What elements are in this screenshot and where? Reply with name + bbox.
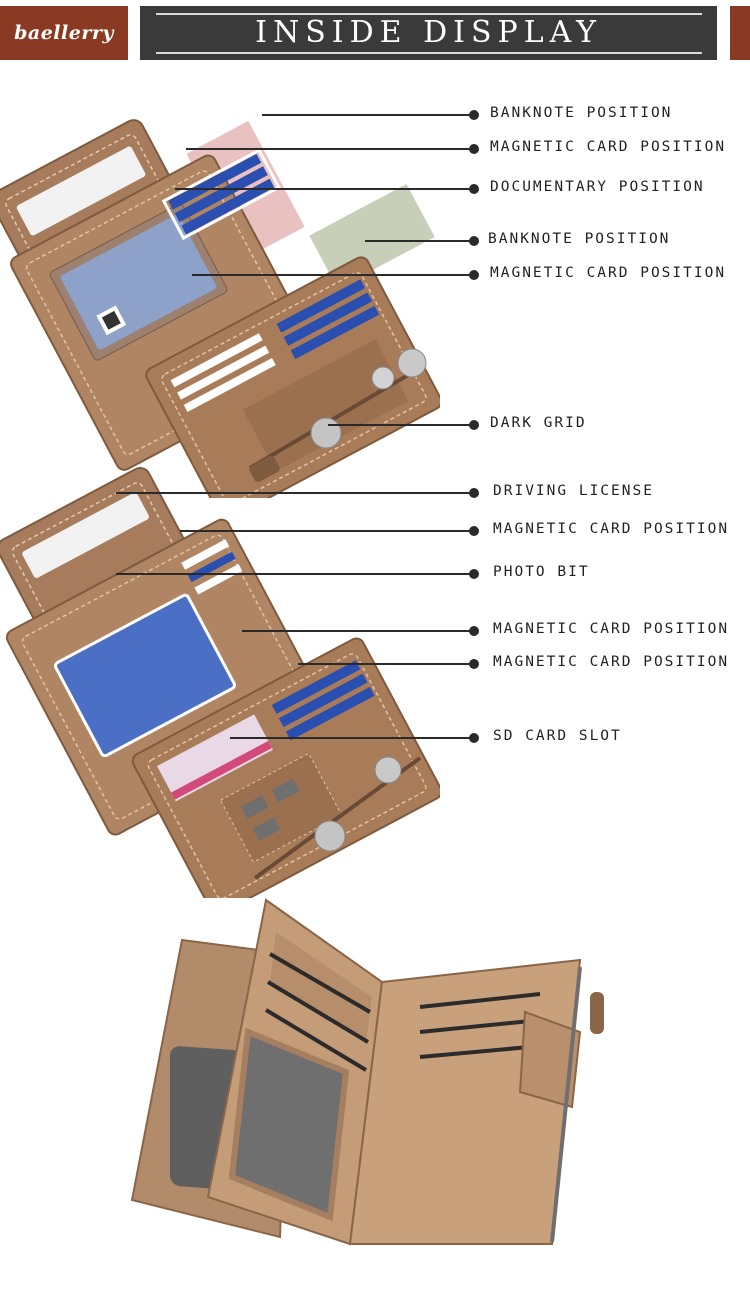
wallet-image-open-cards: [0, 467, 440, 898]
header-side-tab: [730, 6, 750, 60]
brand-logo: baellerry: [14, 22, 114, 44]
callout-label-driving-license: DRIVING LICENSE: [493, 483, 654, 499]
callout-label-magnetic-card-position: MAGNETIC CARD POSITION: [493, 621, 730, 637]
callout-label-sd-card-slot: SD CARD SLOT: [493, 728, 622, 744]
callout-line: [298, 663, 474, 665]
wallet-image-side-view: [130, 898, 604, 1246]
callout-dot: [469, 110, 479, 120]
callout-dot: [469, 144, 479, 154]
callout-line: [365, 240, 474, 242]
callout-dot: [469, 236, 479, 246]
callout-dot: [469, 184, 479, 194]
callout-line: [180, 530, 474, 532]
callout-line: [116, 492, 474, 494]
callout-line: [230, 737, 474, 739]
callout-line: [192, 274, 474, 276]
callout-dot: [469, 626, 479, 636]
wallet-image-open-full: [0, 119, 440, 498]
callout-dot: [469, 420, 479, 430]
callout-line: [242, 630, 474, 632]
callout-label-dark-grid: DARK GRID: [490, 415, 587, 431]
title-banner: [140, 6, 717, 60]
callout-line: [175, 188, 474, 190]
title-bottom-rule: [156, 52, 702, 54]
title-top-rule: [156, 13, 702, 15]
callout-line: [186, 148, 474, 150]
callout-dot: [469, 270, 479, 280]
callout-line: [116, 573, 474, 575]
callout-dot: [469, 659, 479, 669]
callout-dot: [469, 488, 479, 498]
callout-dot: [469, 733, 479, 743]
callout-label-documentary-position: DOCUMENTARY POSITION: [490, 179, 705, 195]
callout-label-magnetic-card-position: MAGNETIC CARD POSITION: [493, 521, 730, 537]
callout-label-magnetic-card-position: MAGNETIC CARD POSITION: [490, 139, 727, 155]
callout-label-photo-bit: PHOTO BIT: [493, 564, 590, 580]
page-title: INSIDE DISPLAY: [255, 15, 602, 50]
callout-label-magnetic-card-position: MAGNETIC CARD POSITION: [493, 654, 730, 670]
callout-line: [328, 424, 474, 426]
brand-logo-box: [0, 6, 128, 60]
callout-label-banknote-position: BANKNOTE POSITION: [490, 105, 673, 121]
callout-line: [262, 114, 474, 116]
callout-dot: [469, 569, 479, 579]
callout-label-banknote-position: BANKNOTE POSITION: [488, 231, 671, 247]
callout-label-magnetic-card-position: MAGNETIC CARD POSITION: [490, 265, 727, 281]
callout-dot: [469, 526, 479, 536]
